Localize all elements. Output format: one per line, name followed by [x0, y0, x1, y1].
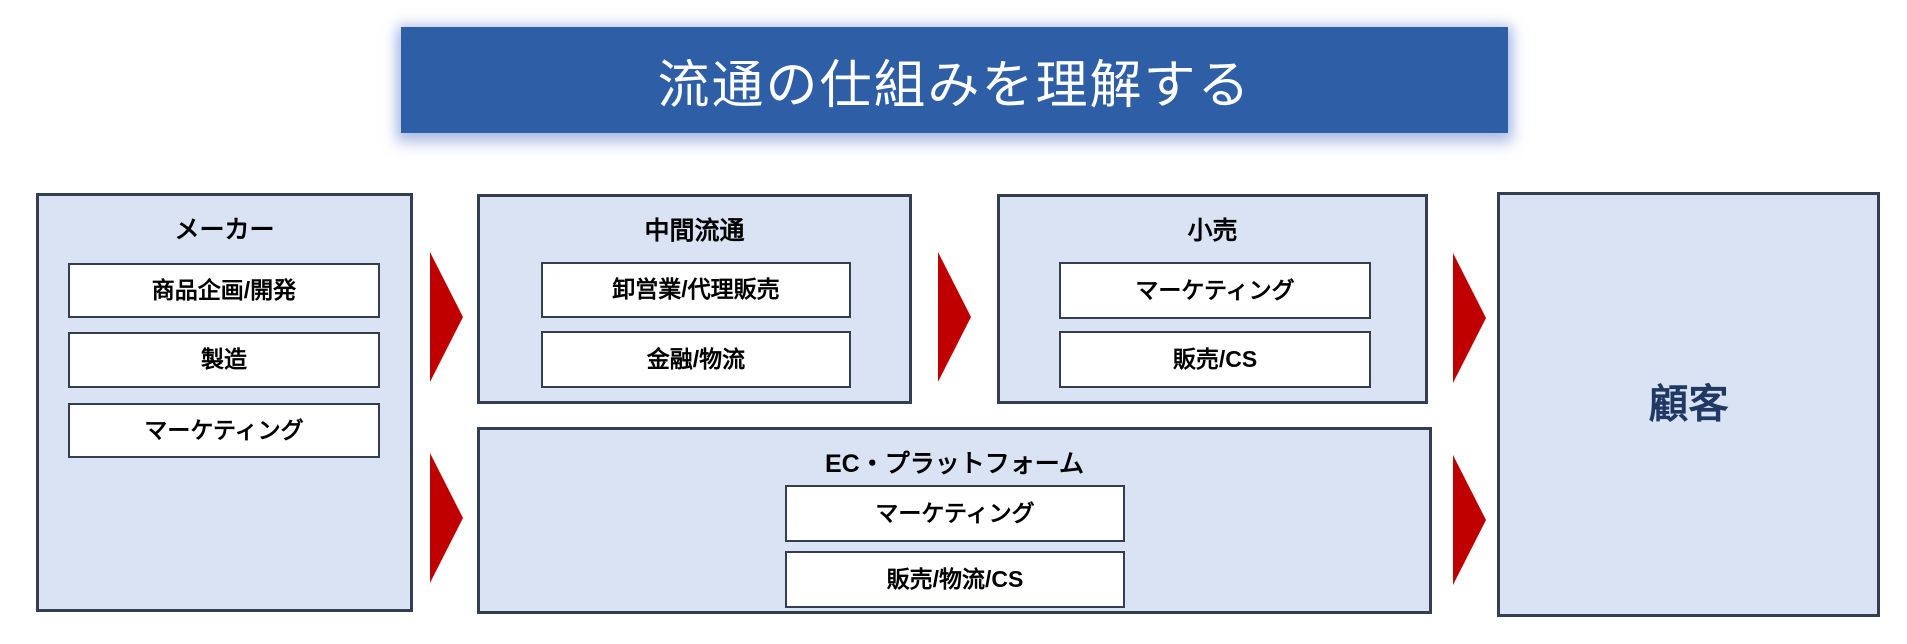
ec-item-sales-logistics-cs: 販売/物流/CS	[785, 551, 1125, 608]
ec-item-marketing: マーケティング	[785, 485, 1125, 542]
arrow-ec-to-customer-icon	[1453, 455, 1486, 585]
retail-item-sales-cs: 販売/CS	[1059, 331, 1371, 388]
maker-item-manufacturing: 製造	[68, 332, 380, 388]
arrow-middle-to-retail-icon	[938, 252, 971, 382]
middle-item-wholesale: 卸営業/代理販売	[541, 262, 851, 318]
page-title: 流通の仕組みを理解する	[657, 56, 1252, 115]
middle-distribution-label: 中間流通	[644, 217, 745, 245]
maker-label: メーカー	[174, 216, 275, 244]
maker-item-marketing: マーケティング	[68, 403, 380, 458]
arrow-maker-to-ec-icon	[430, 453, 463, 583]
ec-platform-label: EC・プラットフォーム	[825, 450, 1084, 478]
arrow-retail-to-customer-icon	[1453, 253, 1486, 383]
customer-label: 顧客	[1648, 381, 1729, 426]
arrow-maker-to-middle-icon	[430, 252, 463, 382]
maker-item-planning: 商品企画/開発	[68, 263, 380, 318]
retail-item-marketing: マーケティング	[1059, 262, 1371, 319]
title-banner: 流通の仕組みを理解する	[401, 27, 1508, 133]
middle-item-finance-logistics: 金融/物流	[541, 331, 851, 388]
maker-box: メーカー	[36, 193, 413, 612]
customer-box: 顧客	[1497, 192, 1880, 617]
retail-label: 小売	[1187, 217, 1238, 245]
